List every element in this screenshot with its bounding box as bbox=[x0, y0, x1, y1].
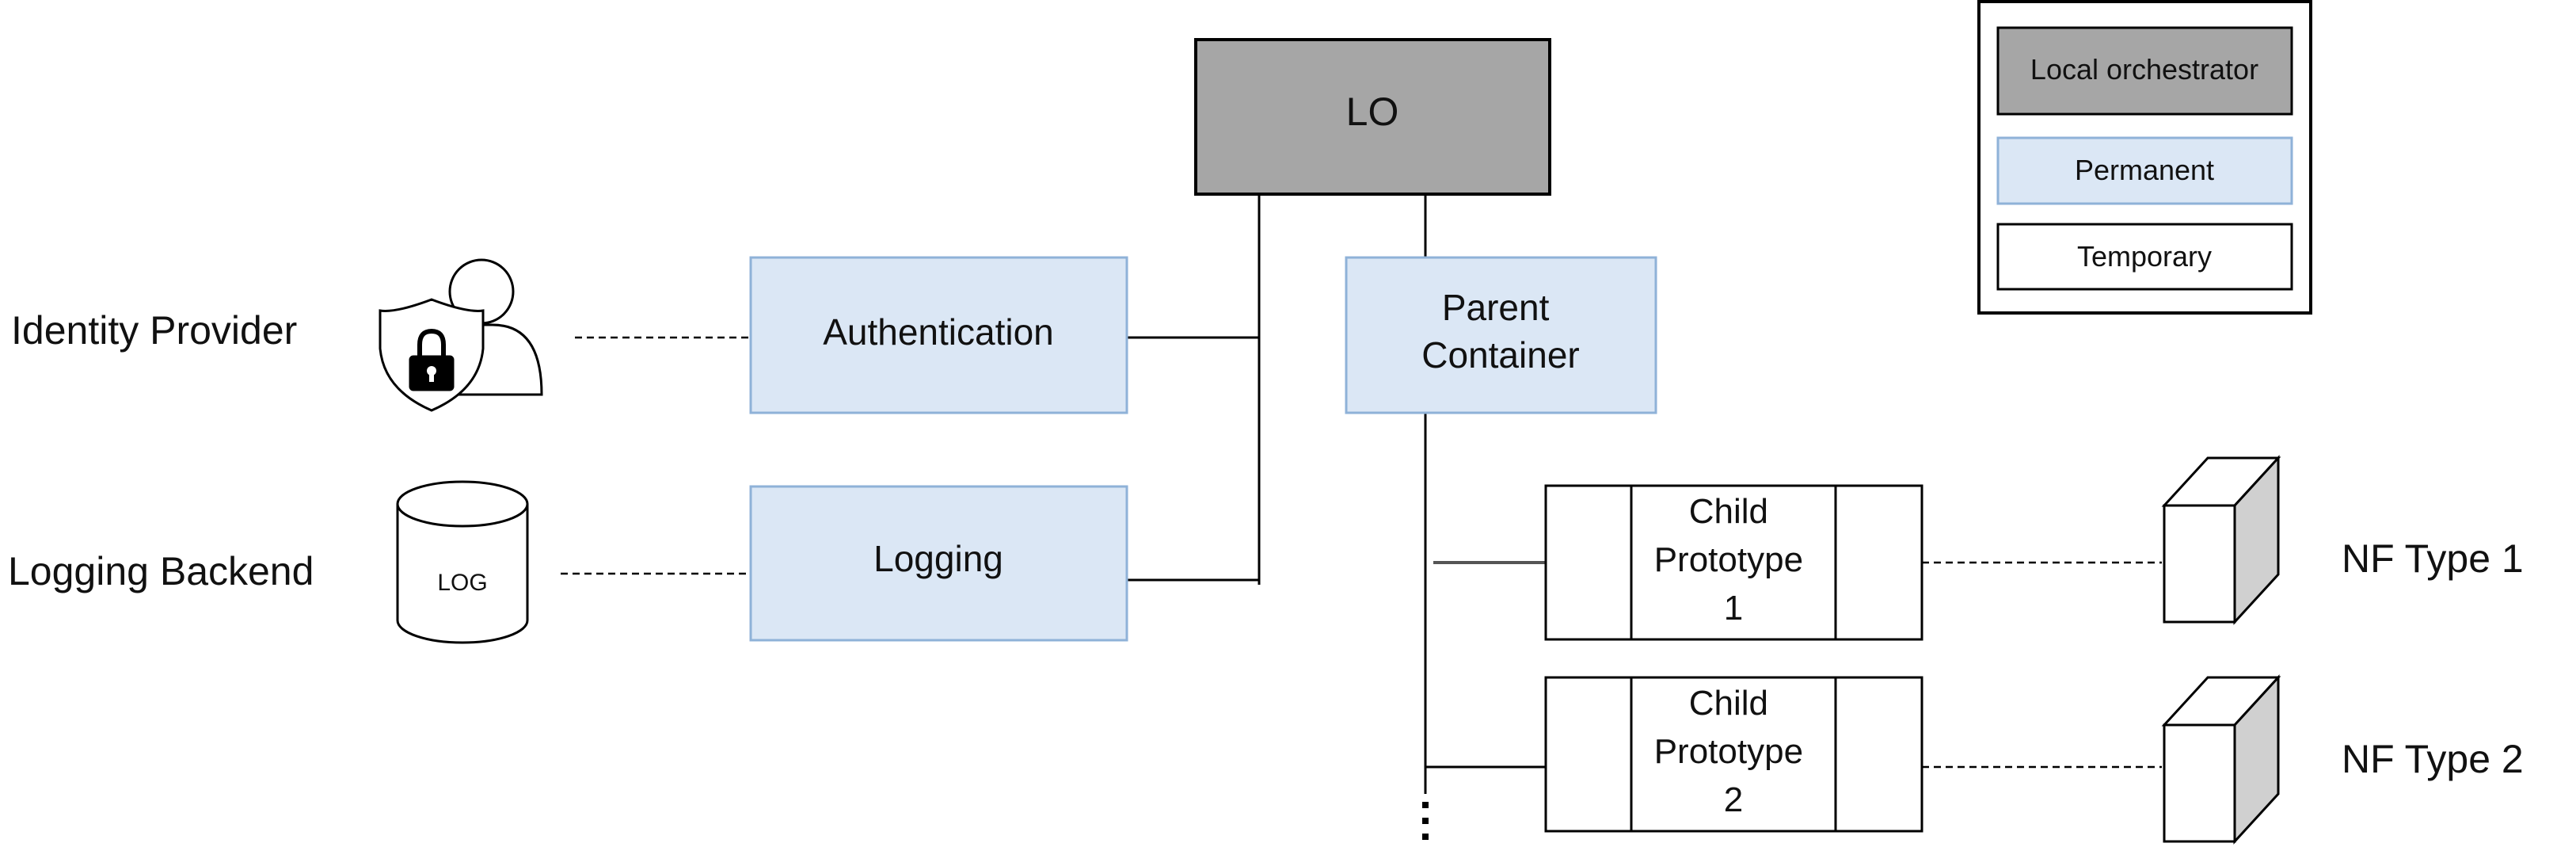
child-prototype-2-label: Child Prototype 2 bbox=[1654, 684, 1813, 819]
nf-type-1-label: NF Type 1 bbox=[2342, 536, 2524, 581]
child-prototype-1-node[interactable]: Child Prototype 1 bbox=[1544, 484, 1923, 641]
parent-container-label: Parent Container bbox=[1421, 287, 1579, 376]
nf-type-2-cube-icon bbox=[2161, 674, 2281, 845]
legend-permanent-label: Permanent bbox=[2075, 154, 2214, 186]
identity-provider-label: Identity Provider bbox=[11, 308, 297, 353]
child-prototype-1-label: Child Prototype 1 bbox=[1654, 492, 1813, 628]
nf-type-1-cube-icon bbox=[2161, 455, 2281, 625]
parent-container-node[interactable]: Parent Container bbox=[1345, 256, 1657, 414]
legend-local-orchestrator-label: Local orchestrator bbox=[2030, 53, 2258, 86]
child-prototype-1-line-1: Child bbox=[1689, 492, 1768, 531]
logging-backend-label: Logging Backend bbox=[8, 549, 314, 593]
legend-temporary: Temporary bbox=[1996, 223, 2293, 291]
child-prototype-2-node[interactable]: Child Prototype 2 bbox=[1544, 676, 1923, 833]
legend-permanent: Permanent bbox=[1996, 136, 2293, 205]
log-icon-text: LOG bbox=[437, 570, 487, 596]
legend: Local orchestrator Permanent Temporary bbox=[1977, 0, 2312, 315]
legend-local-orchestrator: Local orchestrator bbox=[1996, 26, 2293, 116]
authentication-node[interactable]: Authentication bbox=[749, 256, 1128, 414]
user-shield-lock-icon bbox=[379, 258, 543, 412]
logging-node[interactable]: Logging bbox=[749, 485, 1128, 642]
connectors bbox=[561, 194, 2162, 794]
child-prototype-2-line-3: 2 bbox=[1724, 780, 1743, 819]
more-children-ellipsis bbox=[1422, 802, 1429, 840]
lo-node[interactable]: LO bbox=[1194, 38, 1551, 196]
lo-label: LO bbox=[1346, 90, 1399, 134]
parent-container-line-1: Parent bbox=[1442, 287, 1550, 328]
nf-type-2-label: NF Type 2 bbox=[2342, 737, 2524, 781]
child-prototype-1-line-2: Prototype bbox=[1654, 540, 1803, 579]
database-cylinder-icon: LOG bbox=[396, 480, 529, 644]
legend-temporary-label: Temporary bbox=[2077, 240, 2212, 273]
child-prototype-1-line-3: 1 bbox=[1724, 589, 1743, 628]
parent-container-line-2: Container bbox=[1421, 334, 1579, 376]
child-prototype-2-line-2: Prototype bbox=[1654, 732, 1803, 771]
logging-label: Logging bbox=[873, 538, 1003, 579]
authentication-label: Authentication bbox=[823, 311, 1054, 353]
child-prototype-2-line-1: Child bbox=[1689, 684, 1768, 723]
